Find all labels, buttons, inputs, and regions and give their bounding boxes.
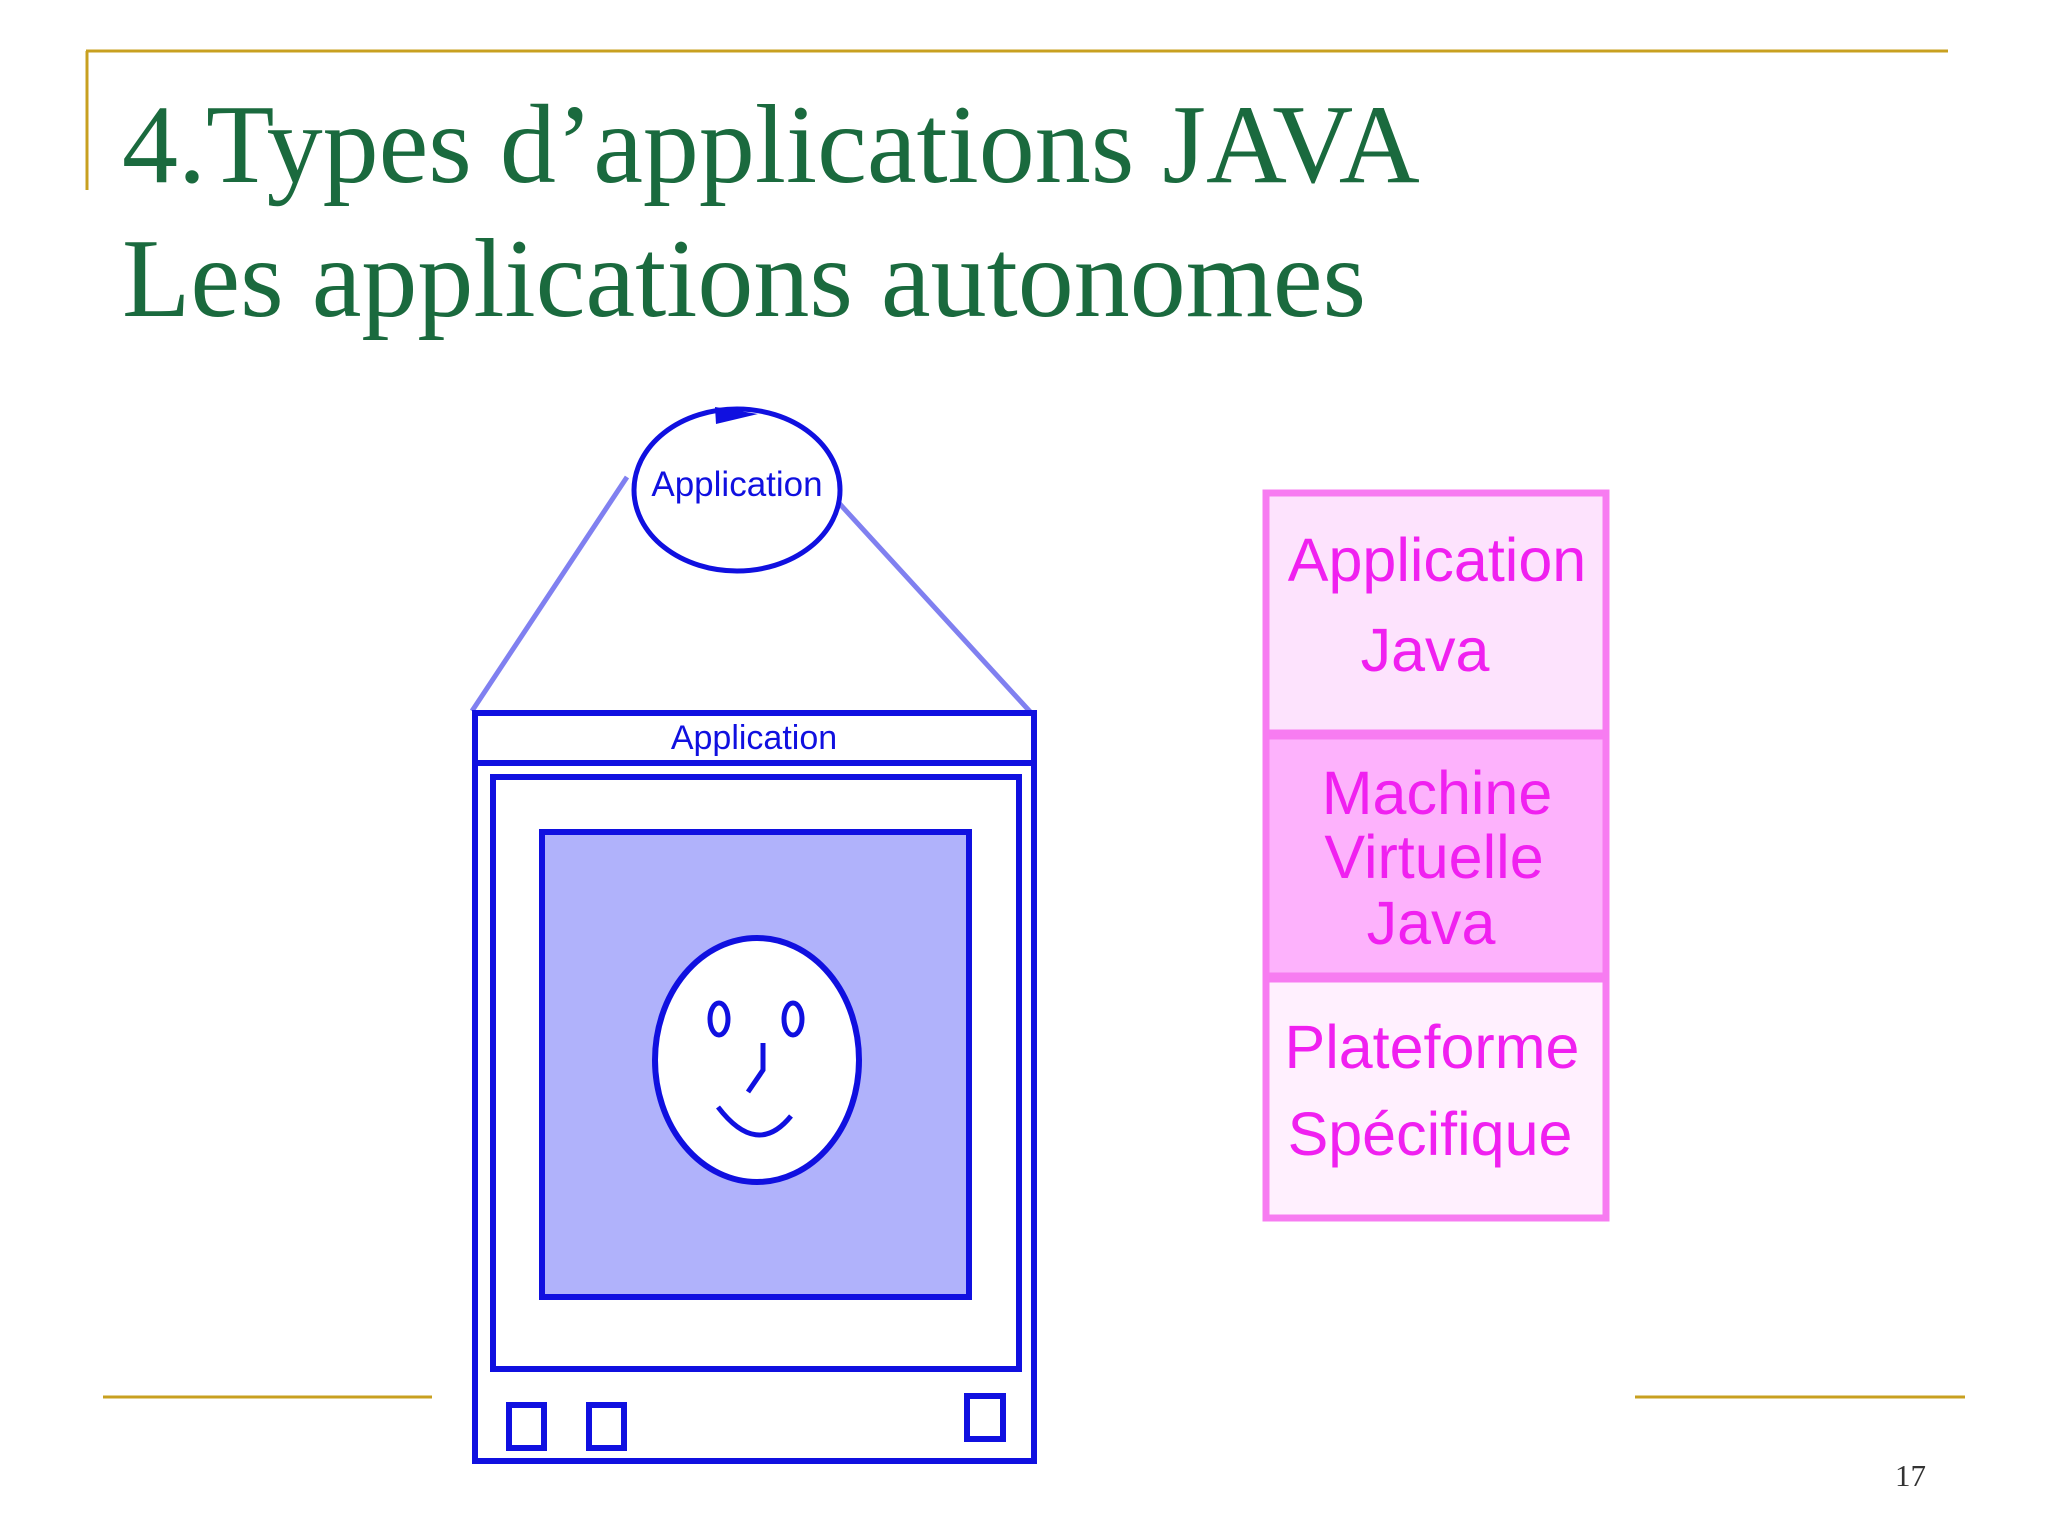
left-eye: [707, 1000, 731, 1038]
architecture-stack: Application Java Machine Virtuelle Java …: [1262, 489, 1610, 1222]
stack-layer-label-line: Machine: [1322, 759, 1553, 827]
smiley-face-icon: [652, 935, 862, 1185]
stack-layer-box: [1262, 732, 1610, 980]
title-line-2: Les applications autonomes: [122, 217, 1367, 341]
nose: [745, 1043, 766, 1094]
window-button-2: [586, 1402, 627, 1451]
cycle-arrow-icon: [715, 407, 758, 424]
connector-line-right: [836, 500, 1036, 718]
stack-layer-label-line: Spécifique: [1288, 1100, 1573, 1168]
slide-title: 4.Types d’applications JAVA Les applicat…: [122, 78, 1420, 346]
stack-layer-box: [1262, 975, 1610, 1222]
title-line-1: 4.Types d’applications JAVA: [122, 83, 1420, 207]
window-button-1: [506, 1402, 547, 1451]
stack-layer-label-line: Java: [1367, 889, 1496, 957]
mouth: [716, 1105, 793, 1138]
decorative-rules: [85, 49, 1965, 1399]
application-bubble: Application: [631, 406, 843, 574]
stack-layer-label-line: Virtuelle: [1324, 823, 1543, 891]
stack-layer-application-java: Application Java: [1262, 489, 1610, 737]
page-number: 17: [1895, 1458, 1926, 1493]
window-button-3: [964, 1393, 1006, 1442]
connector-line-left: [469, 475, 630, 713]
stack-layer-plateforme: Plateforme Spécifique: [1262, 975, 1610, 1222]
bubble-label: Application: [651, 465, 822, 504]
stack-layer-label-line: Plateforme: [1285, 1013, 1580, 1081]
bubble-ellipse: [631, 406, 843, 574]
window-content-frame: [490, 774, 1022, 1372]
application-window: Application: [472, 710, 1037, 1464]
stack-layer-label-line: Java: [1361, 616, 1490, 684]
window-title: Application: [671, 719, 837, 757]
right-eye: [781, 1000, 805, 1038]
connector-lines: [469, 475, 1036, 718]
stack-layer-machine-virtuelle: Machine Virtuelle Java: [1262, 732, 1610, 980]
face-outline: [652, 935, 862, 1185]
stack-layer-box: [1262, 489, 1610, 737]
stack-layer-label-line: Application: [1288, 526, 1586, 594]
